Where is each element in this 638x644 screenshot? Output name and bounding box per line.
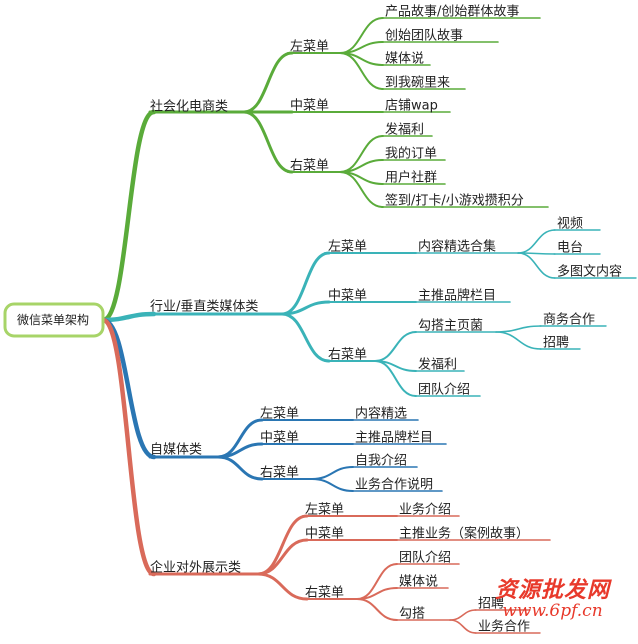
item-label-0-2-1: 我的订单 bbox=[385, 146, 437, 162]
item-link-3-2-2 bbox=[356, 598, 398, 621]
branch-label-3: 企业对外展示类 bbox=[150, 560, 241, 576]
child-label-1-2-0-1: 招聘 bbox=[543, 336, 569, 351]
item-label-3-0-0: 业务介绍 bbox=[399, 502, 451, 518]
item-label-0-2-2: 用户社群 bbox=[385, 170, 437, 186]
item-label-3-2-1: 媒体说 bbox=[399, 575, 438, 590]
mindmap-links bbox=[100, 17, 637, 634]
item-link-0-0-3 bbox=[339, 52, 384, 90]
group-link-1-2 bbox=[280, 312, 331, 363]
child-label-3-2-2-0: 招聘 bbox=[478, 597, 504, 612]
group-label-2-0: 左菜单 bbox=[260, 407, 299, 422]
item-label-3-2-0: 团队介绍 bbox=[399, 551, 451, 566]
group-link-2-1 bbox=[216, 442, 264, 459]
group-label-0-1: 中菜单 bbox=[290, 99, 329, 114]
item-link-2-2-1 bbox=[311, 478, 354, 492]
branch-label-2: 自媒体类 bbox=[150, 443, 202, 458]
branch-link-0 bbox=[100, 109, 157, 323]
item-label-0-1-0: 店铺wap bbox=[385, 99, 438, 114]
group-label-3-1: 中菜单 bbox=[305, 527, 344, 542]
branch-link-3 bbox=[100, 317, 157, 577]
child-label-1-2-0-0: 商务合作 bbox=[543, 312, 595, 328]
item-link-2-2-0 bbox=[311, 466, 354, 480]
item-label-3-1-0: 主推业务（案例故事） bbox=[399, 526, 529, 542]
child-link-1-0-0-0 bbox=[517, 229, 556, 254]
group-label-0-2: 右菜单 bbox=[290, 159, 329, 174]
item-label-0-0-3: 到我碗里来 bbox=[385, 75, 450, 91]
item-label-1-1-0: 主推品牌栏目 bbox=[418, 288, 496, 304]
child-link-1-0-0-2 bbox=[517, 252, 556, 279]
child-link-1-2-0-0 bbox=[495, 325, 542, 333]
group-label-3-0: 左菜单 bbox=[305, 503, 344, 518]
group-link-3-1 bbox=[256, 538, 309, 576]
group-label-2-2: 右菜单 bbox=[260, 466, 299, 481]
root-node-box[interactable] bbox=[3, 302, 105, 338]
item-label-1-2-1: 发福利 bbox=[418, 357, 457, 373]
child-label-3-2-2-1: 业务合作 bbox=[478, 619, 530, 635]
group-link-1-0 bbox=[280, 251, 331, 316]
item-label-2-1-0: 主推品牌栏目 bbox=[355, 430, 433, 446]
group-label-3-2: 右菜单 bbox=[305, 586, 344, 601]
group-link-3-2 bbox=[256, 572, 309, 601]
branch-label-1: 行业/垂直类媒体类 bbox=[150, 300, 258, 315]
child-link-3-2-2-1 bbox=[449, 619, 477, 634]
item-label-1-2-2: 团队介绍 bbox=[418, 383, 470, 398]
item-label-0-2-3: 签到/打卡/小游戏攒积分 bbox=[385, 193, 524, 209]
item-label-0-0-2: 媒体说 bbox=[385, 52, 424, 67]
item-label-0-0-0: 产品故事/创始群体故事 bbox=[385, 5, 519, 20]
branch-label-0: 社会化电商类 bbox=[150, 99, 228, 115]
group-link-3-0 bbox=[256, 514, 309, 576]
group-link-0-2 bbox=[242, 110, 294, 174]
mindmap-nodes: 微信菜单架构社会化电商类左菜单产品故事/创始群体故事创始团队故事媒体说到我碗里来… bbox=[3, 5, 622, 635]
group-link-1-1 bbox=[280, 300, 331, 316]
item-label-0-0-1: 创始团队故事 bbox=[385, 29, 463, 44]
group-label-1-1: 中菜单 bbox=[328, 289, 367, 304]
item-link-1-2-0 bbox=[374, 331, 417, 362]
watermark-title: 资源批发网 bbox=[494, 577, 610, 603]
group-link-2-2 bbox=[216, 455, 264, 481]
item-label-1-0-0: 内容精选合集 bbox=[418, 239, 496, 255]
item-label-3-2-2: 勾搭 bbox=[399, 606, 425, 622]
child-label-1-0-0-1: 电台 bbox=[557, 241, 583, 256]
item-label-2-2-1: 业务合作说明 bbox=[355, 477, 433, 493]
item-label-2-2-0: 自我介绍 bbox=[355, 454, 407, 469]
watermark-url: www.6pf.cn bbox=[502, 601, 603, 622]
root-node-label: 微信菜单架构 bbox=[17, 312, 89, 327]
group-label-2-1: 中菜单 bbox=[260, 431, 299, 446]
group-label-1-2: 右菜单 bbox=[328, 348, 367, 363]
child-label-1-0-0-2: 多图文内容 bbox=[557, 264, 622, 280]
group-label-1-0: 左菜单 bbox=[328, 240, 367, 255]
group-label-0-0: 左菜单 bbox=[290, 40, 329, 55]
child-link-1-2-0-1 bbox=[495, 331, 542, 350]
item-link-1-2-2 bbox=[374, 360, 417, 397]
item-label-2-0-0: 内容精选 bbox=[355, 406, 407, 422]
group-link-0-0 bbox=[242, 51, 294, 114]
child-label-1-0-0-0: 视频 bbox=[557, 217, 583, 232]
item-link-0-2-3 bbox=[339, 171, 384, 208]
item-label-1-2-0: 勾搭主页菌 bbox=[418, 318, 483, 334]
item-label-0-2-0: 发福利 bbox=[385, 122, 424, 138]
watermark-logo: 资源批发网 www.6pf.cn bbox=[470, 578, 635, 638]
